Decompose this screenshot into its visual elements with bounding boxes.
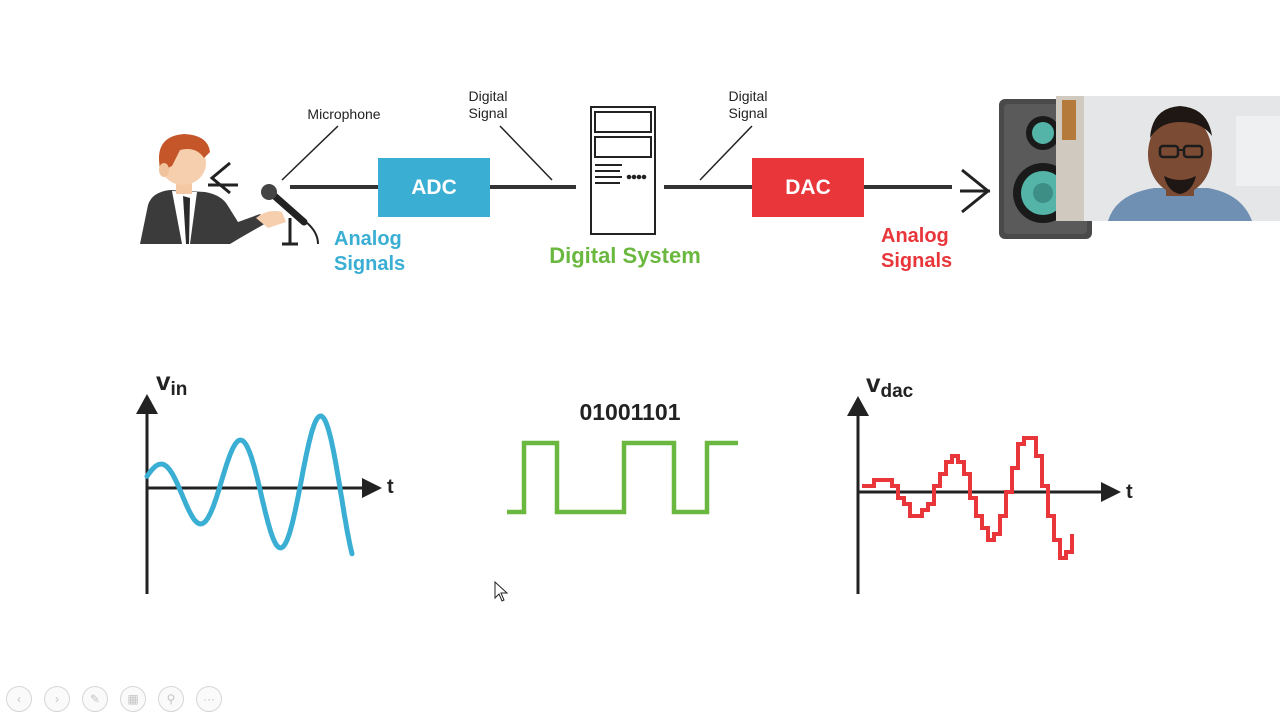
- voice-waves-icon: [208, 161, 238, 195]
- vdac-plot: [847, 396, 1121, 594]
- analog-signals-in-label: Analog Signals: [334, 228, 406, 275]
- vdac-t-label: t: [1126, 481, 1133, 503]
- vdac-y-arrow-icon: [847, 396, 869, 416]
- next-icon[interactable]: ›: [44, 686, 70, 712]
- prev-icon[interactable]: ‹: [6, 686, 32, 712]
- vin-x-arrow-icon: [362, 478, 382, 498]
- vin-sine-wave: [144, 413, 355, 557]
- square-wave: [507, 440, 738, 515]
- person-illustration: [140, 134, 286, 244]
- vdac-subscript: dac: [880, 381, 914, 402]
- analog-signals-out-label: Analog Signals: [881, 225, 953, 272]
- vin-t-label: t: [387, 476, 394, 498]
- microphone-label: Microphone: [307, 106, 381, 122]
- vin-axis-label: vin: [156, 366, 188, 400]
- vdac-staircase-wave: [862, 436, 1074, 560]
- computer-tower-icon: [590, 106, 656, 235]
- sound-out-icon: [960, 168, 991, 214]
- zoom-icon[interactable]: ⚲: [158, 686, 184, 712]
- webcam-video: [1056, 96, 1280, 221]
- dac-label: DAC: [785, 175, 831, 199]
- adc-block: ADC: [378, 158, 490, 217]
- more-icon[interactable]: ···: [196, 686, 222, 712]
- vin-subscript: in: [170, 379, 188, 400]
- pen-icon[interactable]: ✎: [82, 686, 108, 712]
- digital-signal-label-right: Digital Signal: [728, 88, 768, 121]
- microphone-icon: [261, 184, 319, 246]
- vdac-x-arrow-icon: [1101, 482, 1121, 502]
- digital-system-label: Digital System: [549, 243, 701, 268]
- vin-y-arrow-icon: [136, 394, 158, 414]
- digital-signal-label-left: Digital Signal: [468, 88, 508, 121]
- vdac-v: v: [866, 368, 881, 398]
- cursor-icon: [494, 580, 509, 602]
- dac-block: DAC: [752, 158, 864, 217]
- vdac-axis-label: vdac: [866, 368, 914, 402]
- presentation-toolbar: ‹ › ✎ ▦ ⚲ ···: [6, 686, 222, 712]
- slides-icon[interactable]: ▦: [120, 686, 146, 712]
- binary-code-label: 01001101: [579, 399, 681, 425]
- vin-plot: [136, 394, 382, 594]
- vin-v: v: [156, 366, 171, 396]
- adc-label: ADC: [411, 175, 457, 199]
- presenter-photo: [1056, 96, 1280, 221]
